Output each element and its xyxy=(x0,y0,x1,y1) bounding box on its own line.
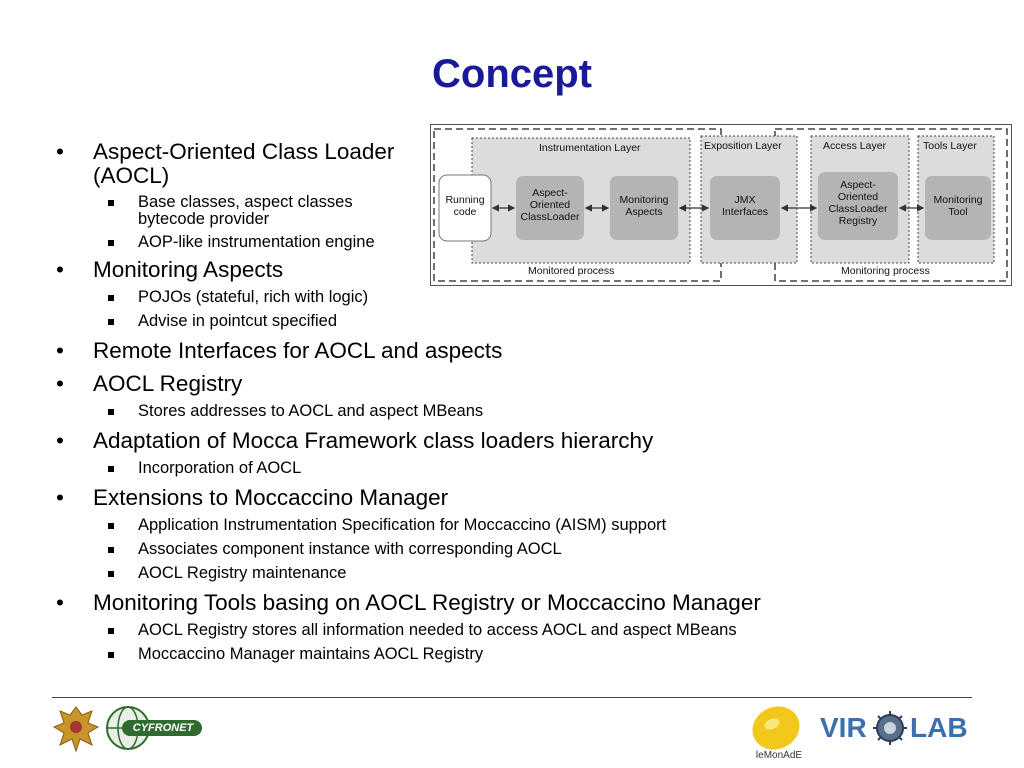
square-bullet-icon xyxy=(108,652,114,658)
square-bullet-icon xyxy=(108,628,114,634)
lemonade-logo: leMonAdE xyxy=(744,702,814,764)
sub-bullet-line1: Stores addresses to AOCL and aspect MBea… xyxy=(138,402,484,420)
square-bullet-icon xyxy=(108,547,114,553)
bullet-item: • Monitoring Aspects xyxy=(56,258,816,282)
bullet-dot-icon: • xyxy=(56,485,64,510)
tools-layer-label: Tools Layer xyxy=(923,140,977,152)
lemon-icon xyxy=(752,706,800,750)
sub-bullet-line1: Advise in pointcut specified xyxy=(138,312,338,330)
monitoring-process-region xyxy=(774,128,1008,282)
sub-bullet-line1: Base classes, aspect classes xyxy=(138,193,353,211)
bullet-text: Monitoring Aspects xyxy=(93,257,284,282)
bullet-text-line1: Aspect-Oriented Class Loader xyxy=(93,139,395,164)
bullet-item: • Adaptation of Mocca Framework class lo… xyxy=(56,429,816,453)
sub-bullet-item: AOCL Registry stores all information nee… xyxy=(56,622,816,639)
bullet-text: Monitoring Tools basing on AOCL Registry… xyxy=(93,590,761,615)
monitoring-process-label: Monitoring process xyxy=(841,265,930,277)
diagram-graphics xyxy=(433,128,1008,282)
sub-bullet-line1: AOP-like instrumentation engine xyxy=(138,233,375,251)
sub-bullet-line1: Moccaccino Manager maintains AOCL Regist… xyxy=(138,645,484,663)
eagle-crest-logo xyxy=(52,706,100,753)
cyfronet-logo: CYFRONET xyxy=(104,705,204,751)
bullet-dot-icon: • xyxy=(56,371,64,396)
virolab-logo: VIR LAB xyxy=(820,708,972,748)
bullet-text-line2: (AOCL) xyxy=(93,163,170,188)
sub-bullet-item: Base classes, aspect classes bytecode pr… xyxy=(56,194,816,228)
sub-bullet-item: AOP-like instrumentation engine xyxy=(56,234,816,251)
bullet-text: Extensions to Moccaccino Manager xyxy=(93,485,449,510)
virolab-virus-icon xyxy=(873,711,907,745)
sub-bullet-line1: POJOs (stateful, rich with logic) xyxy=(138,288,369,306)
bullet-text: AOCL Registry xyxy=(93,371,243,396)
virolab-right-text: LAB xyxy=(910,712,968,743)
aocl-box xyxy=(516,176,584,240)
exposition-layer-label: Exposition Layer xyxy=(704,140,782,152)
sub-bullet-line1: AOCL Registry maintenance xyxy=(138,564,347,582)
architecture-diagram: Instrumentation Layer Exposition Layer A… xyxy=(430,124,1012,286)
square-bullet-icon xyxy=(108,200,114,206)
footer-divider xyxy=(52,697,972,698)
cyfronet-logo-text: CYFRONET xyxy=(132,722,194,734)
sub-bullet-item: Moccaccino Manager maintains AOCL Regist… xyxy=(56,646,816,663)
bullet-item: • AOCL Registry xyxy=(56,372,816,396)
virolab-left-text: VIR xyxy=(820,712,867,743)
bullet-item: • Remote Interfaces for AOCL and aspects xyxy=(56,339,816,363)
slide-title: Concept xyxy=(432,52,592,96)
sub-bullet-item: Advise in pointcut specified xyxy=(56,313,816,330)
square-bullet-icon xyxy=(108,466,114,472)
bullet-dot-icon: • xyxy=(56,139,64,164)
bullet-dot-icon: • xyxy=(56,257,64,282)
square-bullet-icon xyxy=(108,240,114,246)
access-layer-label: Access Layer xyxy=(823,140,887,152)
sub-bullet-item: Stores addresses to AOCL and aspect MBea… xyxy=(56,403,816,420)
bullet-item: • Extensions to Moccaccino Manager xyxy=(56,486,816,510)
bullet-dot-icon: • xyxy=(56,428,64,453)
lemonade-logo-text: leMonAdE xyxy=(755,750,803,761)
bullet-text: Remote Interfaces for AOCL and aspects xyxy=(93,338,503,363)
bullet-dot-icon: • xyxy=(56,338,64,363)
bullet-item: • Monitoring Tools basing on AOCL Regist… xyxy=(56,591,816,615)
bullet-dot-icon: • xyxy=(56,590,64,615)
monitoring-aspects-box xyxy=(610,176,678,240)
square-bullet-icon xyxy=(108,571,114,577)
jmx-interfaces-box xyxy=(710,176,780,240)
sub-bullet-line1: Associates component instance with corre… xyxy=(138,540,562,558)
cyfronet-globe-icon xyxy=(106,706,202,750)
bullet-text: Adaptation of Mocca Framework class load… xyxy=(93,428,654,453)
sub-bullet-line1: AOCL Registry stores all information nee… xyxy=(138,621,737,639)
monitoring-tool-box xyxy=(925,176,991,240)
sub-bullet-line1: Incorporation of AOCL xyxy=(138,459,302,477)
instrumentation-layer-label: Instrumentation Layer xyxy=(539,142,641,154)
running-code-box xyxy=(438,174,492,242)
sub-bullet-item: Associates component instance with corre… xyxy=(56,541,816,558)
bullet-list: • Aspect-Oriented Class Loader (AOCL) Ba… xyxy=(56,140,816,663)
bullet-item: • Aspect-Oriented Class Loader (AOCL) xyxy=(56,140,816,188)
sub-bullet-line1: Application Instrumentation Specificatio… xyxy=(138,516,667,534)
square-bullet-icon xyxy=(108,523,114,529)
square-bullet-icon xyxy=(108,295,114,301)
sub-bullet-item: POJOs (stateful, rich with logic) xyxy=(56,289,816,306)
registry-box xyxy=(818,172,898,240)
sub-bullet-item: Incorporation of AOCL xyxy=(56,460,816,477)
square-bullet-icon xyxy=(108,409,114,415)
monitored-process-label: Monitored process xyxy=(528,265,615,277)
sub-bullet-item: AOCL Registry maintenance xyxy=(56,565,816,582)
sub-bullet-line2: bytecode provider xyxy=(138,210,270,228)
sub-bullet-item: Application Instrumentation Specificatio… xyxy=(56,517,816,534)
square-bullet-icon xyxy=(108,319,114,325)
